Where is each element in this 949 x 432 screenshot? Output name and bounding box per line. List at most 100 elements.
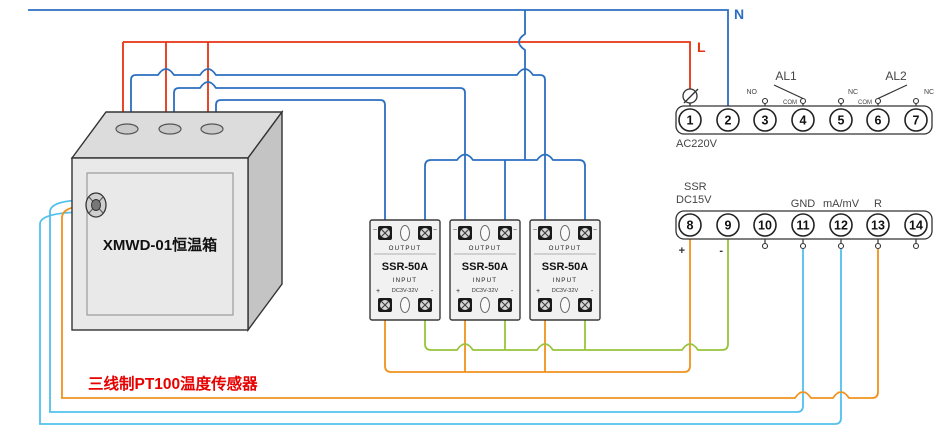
contact-point (799, 242, 807, 250)
neutral-feed-wire (518, 10, 526, 160)
terminal-11 (791, 213, 815, 237)
screw-slot (381, 301, 389, 309)
ac-mark: ~ (433, 227, 437, 234)
ssr-minus-mark: - (591, 288, 594, 295)
ssr-output-terminal-label: SSR (684, 181, 707, 193)
heater-terminal-3 (200, 123, 224, 135)
terminal-14 (904, 213, 928, 237)
terminal-number: 4 (800, 114, 807, 128)
neutral-line-wire (28, 9, 729, 109)
ssr-minus-mark: - (431, 288, 434, 295)
contact-point (761, 242, 769, 250)
ssr-module-3: ~ ~ OUTPUT SSR-50A INPUT + DC3V-32V - (529, 219, 601, 321)
contact-point (761, 97, 769, 105)
terminal-number: 5 (838, 114, 845, 128)
mount-slot (400, 225, 410, 241)
terminal-9 (716, 213, 740, 237)
terminal-number: 11 (796, 219, 809, 233)
screw-slot (541, 301, 549, 309)
sensor-connector-core (91, 199, 101, 211)
contact-point (874, 97, 882, 105)
ac220v-label: AC220V (676, 138, 718, 150)
ssr-plus-mark: + (536, 288, 540, 295)
al1-com-label: COM (783, 100, 797, 106)
chamber-front-panel (86, 172, 234, 316)
relay-lever (773, 84, 804, 100)
chamber-front-face (71, 157, 249, 331)
ac-mark: ~ (373, 227, 377, 234)
screw-slot (501, 301, 509, 309)
terminal-7 (904, 108, 928, 132)
ssr-plus-mark: + (456, 288, 460, 295)
ssr-input-label: INPUT (553, 277, 578, 284)
chamber-box: XMWD-01恒温箱 (70, 109, 284, 333)
live-line-wire (123, 41, 691, 89)
contact-point (799, 97, 807, 105)
al1-relay-symbol: NO COM NC AL1 (747, 69, 858, 109)
fuse-icon (682, 88, 698, 104)
contact-point (874, 242, 882, 250)
pt100-wire-blue-1 (49, 199, 804, 413)
pt100-caption: 三线制PT100温度传感器 (88, 374, 258, 393)
screw-slot (581, 229, 589, 237)
heater-output-wire-3 (215, 99, 386, 220)
ssr-plus-bus-wire (384, 236, 691, 373)
terminal-13 (866, 213, 890, 237)
heater-terminal-1 (115, 123, 139, 135)
mount-slot (560, 225, 570, 241)
ssr-output-label: OUTPUT (389, 245, 422, 252)
ssr-module-2: ~ ~ OUTPUT SSR-50A INPUT + DC3V-32V - (449, 219, 521, 321)
al1-label: AL1 (775, 69, 797, 83)
ssr-minus-bus-wire (424, 236, 729, 351)
terminal-3 (753, 108, 777, 132)
ma-mv-label: mA/mV (823, 198, 860, 210)
pt100-wire-orange (61, 205, 879, 399)
al1-nc-label: NC (848, 89, 858, 96)
al2-relay-symbol: COM NC AL2 (858, 69, 934, 109)
ssr-module-1: ~ ~ OUTPUT SSR-50A INPUT + DC3V-32V - (369, 219, 441, 321)
neutral-label: N (734, 6, 744, 22)
terminal-number: 1 (687, 114, 694, 128)
ssr-body (369, 219, 441, 321)
ssr-input-range: DC3V-32V (552, 288, 579, 294)
terminal-1 (678, 108, 702, 132)
screw-slot (581, 301, 589, 309)
screw-slot (541, 229, 549, 237)
ssr-input-label: INPUT (393, 277, 418, 284)
terminal-6 (866, 108, 890, 132)
screw-slot (421, 301, 429, 309)
terminal-number: 3 (762, 114, 769, 128)
ac-mark: ~ (513, 227, 517, 234)
ssr-plus-mark: + (376, 288, 380, 295)
screw-slot (461, 301, 469, 309)
chamber-label: XMWD-01恒温箱 (103, 236, 217, 254)
terminal-number: 10 (758, 219, 772, 233)
screw-slot (421, 229, 429, 237)
dc15v-label: DC15V (676, 194, 712, 206)
live-label: L (697, 39, 706, 55)
ssr-input-range: DC3V-32V (392, 288, 419, 294)
pt100-wire-blue-2 (39, 211, 842, 425)
relay-lever (877, 84, 908, 100)
gnd-label: GND (791, 198, 816, 210)
terminal-8 (678, 213, 702, 237)
al1-no-label: NO (747, 89, 758, 96)
ssr-minus-mark: - (511, 288, 514, 295)
ac-mark: ~ (533, 227, 537, 234)
al2-label: AL2 (885, 69, 907, 83)
ssr-input-label: INPUT (473, 277, 498, 284)
terminal-number: 8 (687, 219, 694, 233)
al2-nc-label: NC (924, 89, 934, 96)
terminal-10 (753, 213, 777, 237)
terminal-4 (791, 108, 815, 132)
ssr-output-label: OUTPUT (549, 245, 582, 252)
ssr-input-range: DC3V-32V (472, 288, 499, 294)
screw-slot (381, 229, 389, 237)
mount-slot (560, 297, 570, 313)
terminal-number: 9 (725, 219, 732, 233)
plus-mark: + (679, 245, 685, 257)
ssr-model-label: SSR-50A (462, 261, 509, 273)
heater-output-wire-2 (173, 81, 466, 220)
fuse-icon-blade (683, 88, 699, 104)
